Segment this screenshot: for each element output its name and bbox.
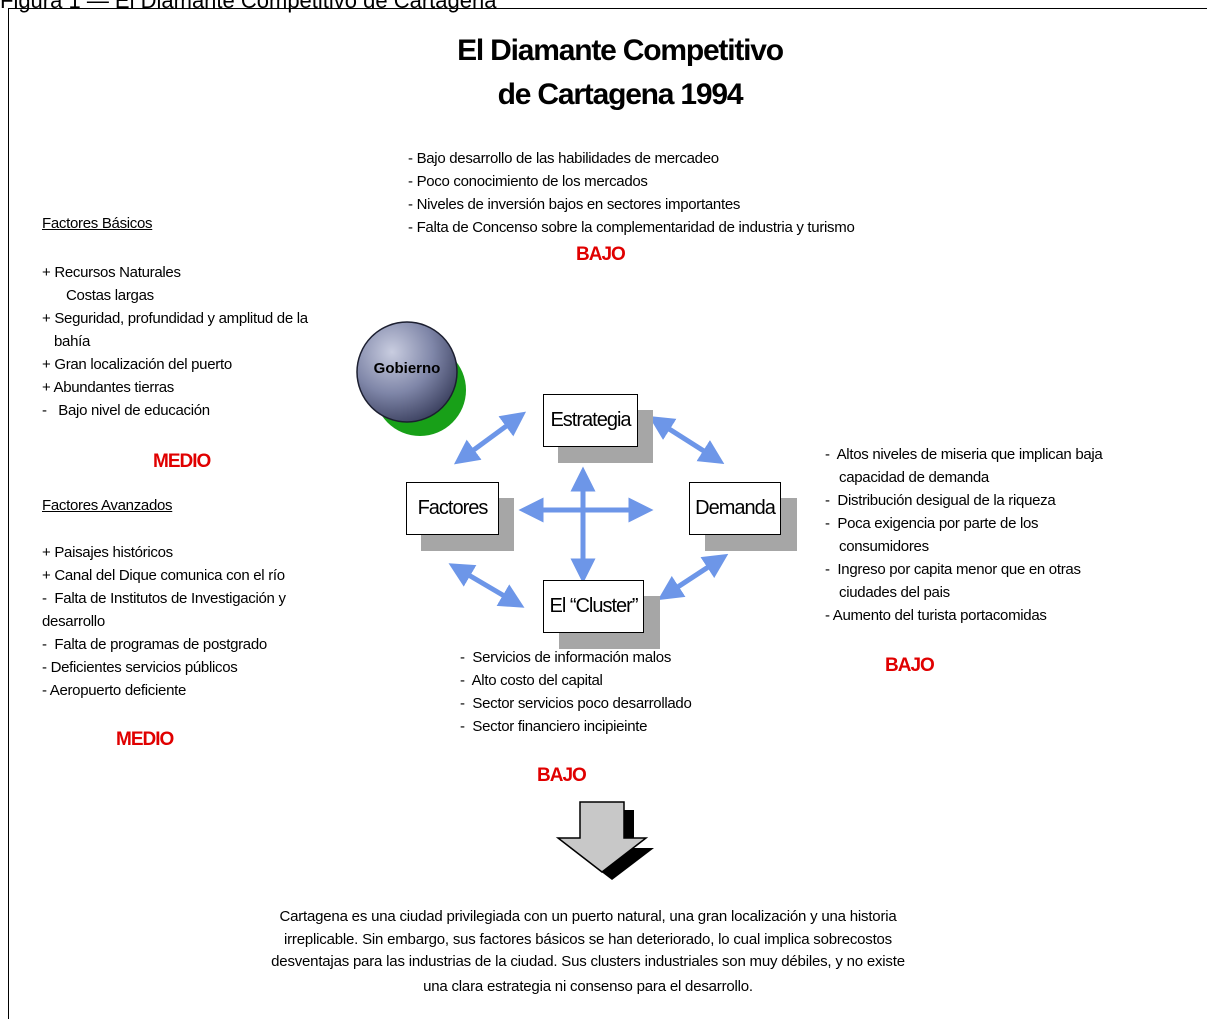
basic-factors-level: MEDIO [153,451,211,472]
title-line-1: El Diamante Competitivo [457,34,784,67]
list-item: - Falta de Concenso sobre la complementa… [408,219,855,236]
government-label-wrap: Gobierno [355,360,459,378]
advanced-factors-list: + Paisajes históricos + Canal del Dique … [42,541,334,702]
conclusion-line: Cartagena es una ciudad privilegiada con… [279,908,897,925]
factors-label: Factores [417,497,489,519]
cluster-label: El “Cluster” [549,595,638,617]
demand-level: BAJO [885,655,935,676]
list-item: + Seguridad, profundidad y amplitud de l… [42,310,308,350]
list-item: - Deficientes servicios públicos [42,659,238,676]
government-label: Gobierno [373,360,441,377]
strategy-box: Estrategia [543,394,638,447]
list-item: - Falta de programas de postgrado [42,636,267,653]
basic-factors-heading: Factores Básicos [42,215,153,232]
list-item: - Aeropuerto deficiente [42,682,187,699]
list-item: - Falta de Institutos de Investigación y… [42,590,290,630]
conclusion-arrow-icon [555,801,654,880]
list-item: - Alto costo del capital [460,672,603,689]
list-item: + Gran localización del puerto [42,356,232,373]
government-circle [356,321,458,423]
factors-box: Factores [406,482,499,535]
cluster-box: El “Cluster” [543,580,644,633]
list-item: - Sector financiero incipieinte [460,718,648,735]
list-item: - Poco conocimiento de los mercados [408,173,648,190]
demand-label: Demanda [695,497,776,519]
list-item: + Paisajes históricos [42,544,173,561]
list-item: - Bajo desarrollo de las habilidades de … [408,150,719,167]
conclusion-text: Cartagena es una ciudad privilegiada con… [218,906,958,998]
figure-caption: Figura 1 — El Diamante Competitivo de Ca… [0,0,497,13]
demand-box: Demanda [689,482,781,535]
list-item: - Poca exigencia por parte de los consum… [825,515,1043,555]
strategy-conditions-list: - Bajo desarrollo de las habilidades de … [408,147,855,239]
conclusion-line: una clara estrategia ni consenso para el… [423,977,753,995]
list-item: - Altos niveles de miseria que implican … [825,446,1107,486]
list-item: + Abundantes tierras [42,379,175,396]
conclusion-line: desventajas para las industrias de la ci… [271,953,905,970]
cluster-conditions-list: - Servicios de información malos - Alto … [460,646,692,738]
basic-factors-list: + Recursos Naturales Costas largas + Seg… [42,261,332,422]
cluster-level: BAJO [537,765,587,786]
arrow-factors-cluster [448,563,525,608]
list-item: Costas largas [66,287,154,304]
arrow-strategy-demand [648,415,725,465]
diamond-arrows [448,411,729,608]
strategy-level: BAJO [576,244,626,265]
list-item: - Ingreso por capita menor que en otras … [825,561,1085,601]
list-item: + Recursos Naturales [42,264,181,281]
arrow-factors-strategy [453,411,527,465]
list-item: - Sector servicios poco desarrollado [460,695,692,712]
list-item: - Aumento del turista portacomidas [825,607,1047,624]
strategy-label: Estrategia [550,409,631,431]
list-item: + Canal del Dique comunica con el río [42,567,285,584]
list-item: - Distribución desigual de la riqueza [825,492,1056,509]
arrow-cluster-demand [657,553,729,601]
advanced-factors-level: MEDIO [116,729,174,750]
demand-conditions-list: - Altos niveles de miseria que implican … [825,443,1125,627]
list-item: - Bajo nivel de educación [42,402,210,419]
diagram-frame [8,8,1207,1019]
title-line-2: de Cartagena 1994 [497,78,744,111]
list-item: - Servicios de información malos [460,649,672,666]
list-item: - Niveles de inversión bajos en sectores… [408,196,741,213]
advanced-factors-heading: Factores Avanzados [42,497,173,514]
conclusion-line: irreplicable. Sin embargo, sus factores … [284,930,892,948]
